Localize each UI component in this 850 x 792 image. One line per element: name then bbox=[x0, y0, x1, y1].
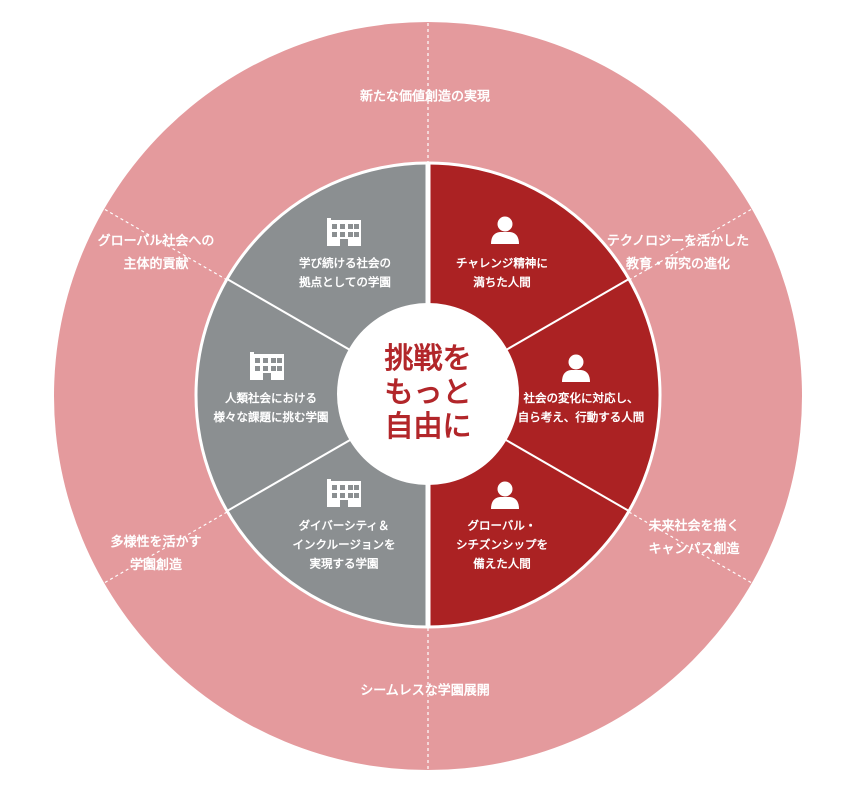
inner-right-segment-label-line: チャレンジ精神に bbox=[456, 256, 548, 270]
inner-left-segment-label: ダイバーシティ＆ インクルージョンを実現する学園 bbox=[293, 519, 396, 571]
outer-segment-label: 未来社会を描くキャンパス創造 bbox=[647, 518, 740, 557]
building-icon bbox=[327, 218, 361, 246]
inner-left-segment-label-line: 人類社会における bbox=[225, 391, 317, 405]
inner-left-segment-label-line: インクルージョンを bbox=[293, 538, 396, 552]
outer-ring-labels: 新たな価値創造の実現テクノロジーを活かした教育・研究の進化未来社会を描くキャンパ… bbox=[98, 89, 750, 699]
inner-right-half bbox=[428, 163, 660, 627]
building-icon bbox=[327, 479, 361, 507]
inner-left-segment-label-line: 拠点としての学園 bbox=[299, 275, 391, 289]
inner-right-segment-label: グローバル・シチズンシップを備えた人間 bbox=[456, 519, 548, 571]
outer-segment-label-line: グローバル社会への bbox=[98, 233, 215, 249]
outer-segment-label: シームレスな学園展開 bbox=[360, 683, 490, 699]
building-icon bbox=[250, 352, 284, 380]
inner-right-segment-label-line: 満ちた人間 bbox=[473, 275, 531, 289]
center-circle bbox=[337, 303, 519, 485]
inner-right-segment-label: 社会の変化に対応し、自ら考え、行動する人間 bbox=[518, 391, 645, 424]
inner-right-segment-label-line: 社会の変化に対応し、 bbox=[523, 391, 639, 405]
inner-left-half bbox=[196, 163, 428, 627]
outer-segment-label-line: 学園創造 bbox=[130, 557, 183, 573]
center-slogan-line: もっと bbox=[384, 375, 471, 409]
outer-segment-label-line: 多様性を活かす bbox=[110, 534, 201, 550]
inner-right-segment-label-line: グローバル・ bbox=[468, 519, 537, 533]
inner-labels: チャレンジ精神に満ちた人間社会の変化に対応し、自ら考え、行動する人間グローバル・… bbox=[214, 216, 645, 571]
inner-right-segment-label-line: 備えた人間 bbox=[473, 557, 531, 571]
center-slogan-line: 挑戦を bbox=[384, 341, 471, 375]
inner-left-segment-label-line: 学び続ける社会の bbox=[299, 256, 391, 270]
outer-segment-label-line: 新たな価値創造の実現 bbox=[360, 89, 490, 105]
outer-segment-label-line: キャンパス創造 bbox=[648, 541, 740, 557]
inner-left-segment-label-line: ダイバーシティ＆ bbox=[299, 519, 390, 533]
outer-segment-label-line: 教育・研究の進化 bbox=[625, 256, 730, 272]
outer-segment-label-line: 主体的貢献 bbox=[123, 256, 188, 272]
outer-segment-label: 多様性を活かす学園創造 bbox=[110, 534, 201, 573]
outer-segment-label-line: シームレスな学園展開 bbox=[360, 683, 490, 699]
person-icon bbox=[491, 481, 519, 509]
inner-left-segment-label: 人類社会における様々な課題に挑む学園 bbox=[214, 391, 329, 424]
person-icon bbox=[562, 354, 590, 382]
inner-left-segment-label: 学び続ける社会の拠点としての学園 bbox=[299, 256, 391, 289]
inner-left-segment-label-line: 様々な課題に挑む学園 bbox=[214, 410, 329, 424]
outer-segment-label: テクノロジーを活かした教育・研究の進化 bbox=[607, 233, 749, 272]
outer-segment-label-line: 未来社会を描く bbox=[647, 518, 739, 534]
inner-right-segment-label-line: 自ら考え、行動する人間 bbox=[518, 410, 645, 424]
inner-right-segment-label-line: シチズンシップを bbox=[456, 538, 548, 552]
outer-segment-label: 新たな価値創造の実現 bbox=[360, 89, 490, 105]
inner-right-segment-label: チャレンジ精神に満ちた人間 bbox=[456, 256, 548, 289]
inner-disk-border bbox=[194, 161, 662, 629]
center-label: 挑戦をもっと自由に bbox=[384, 341, 471, 443]
inner-left-segment-label-line: 実現する学園 bbox=[310, 557, 379, 571]
center-slogan: 挑戦をもっと自由に bbox=[384, 341, 471, 443]
center-slogan-line: 自由に bbox=[384, 409, 471, 443]
person-icon bbox=[491, 216, 519, 244]
outer-segment-label: グローバル社会への主体的貢献 bbox=[98, 233, 215, 272]
outer-segment-label-line: テクノロジーを活かした bbox=[607, 233, 749, 249]
